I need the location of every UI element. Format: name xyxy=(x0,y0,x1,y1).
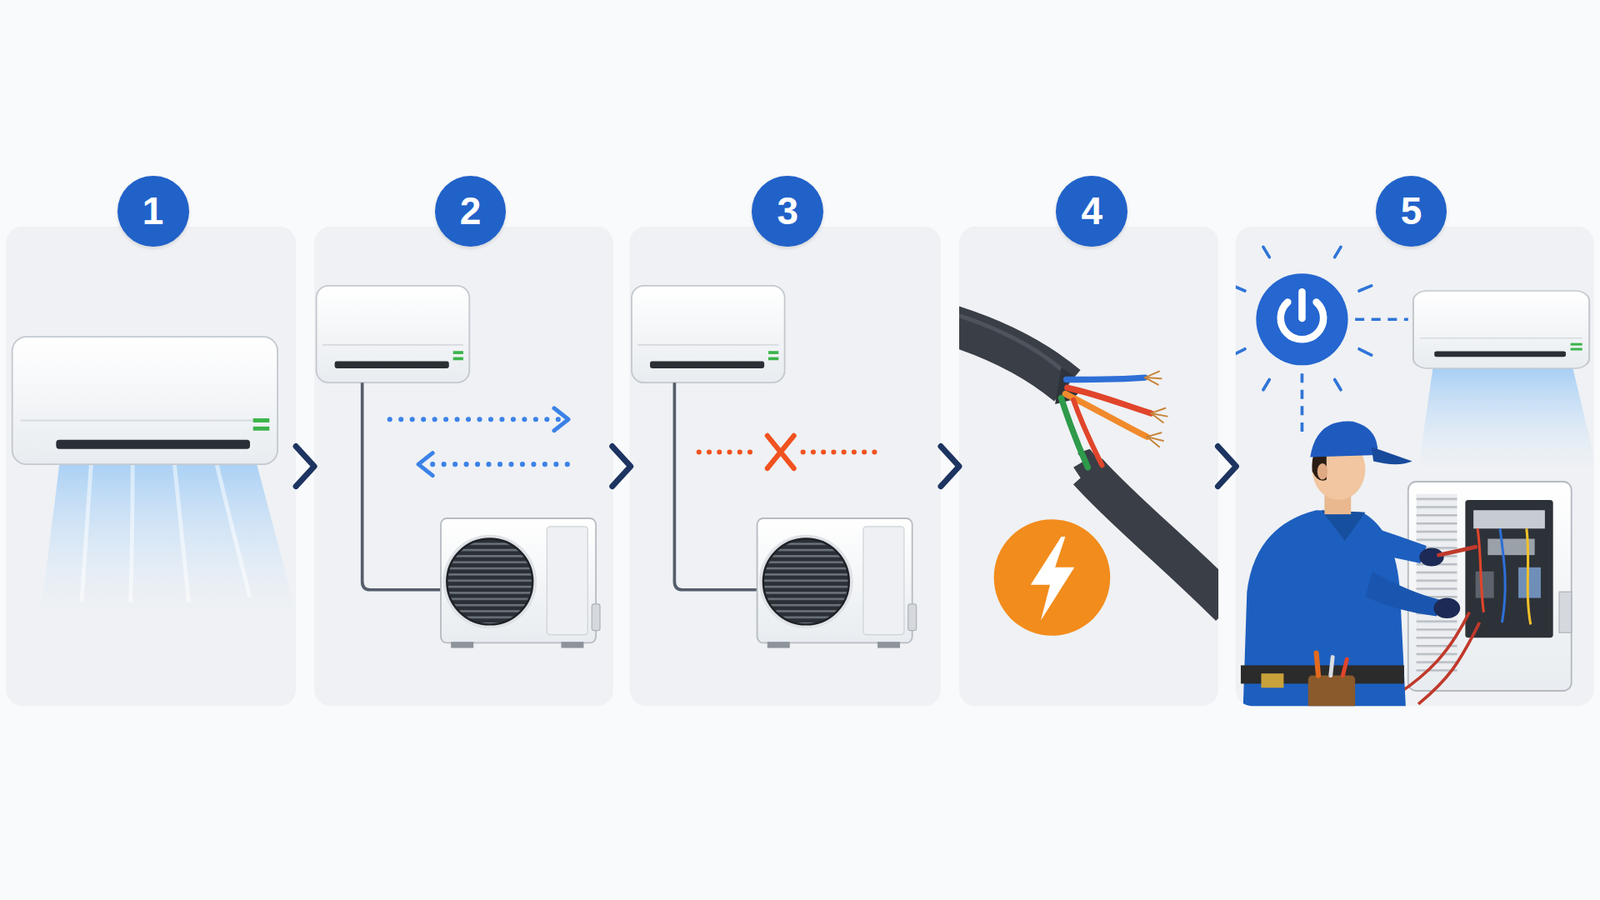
technician-repair xyxy=(1235,246,1595,706)
step-number: 4 xyxy=(1080,191,1103,230)
step-number-badge: 4 xyxy=(1055,175,1128,248)
step-chevron xyxy=(612,446,631,487)
indoor-outdoor-link xyxy=(316,285,600,649)
step-number: 2 xyxy=(460,191,482,230)
step-panel: 5 xyxy=(1235,226,1595,707)
step-panel: 2 xyxy=(314,226,614,707)
step-number: 5 xyxy=(1400,191,1423,230)
step-chevron xyxy=(1217,446,1236,487)
step-number: 3 xyxy=(776,191,799,230)
step-panel: 4 xyxy=(959,226,1219,707)
signal-lost xyxy=(631,285,917,649)
step-panel: 3 xyxy=(630,226,941,707)
damaged-cable xyxy=(959,312,1219,636)
step-number-badge: 1 xyxy=(117,175,190,248)
step-number-badge: 5 xyxy=(1375,175,1448,248)
indoor-unit-cooling xyxy=(12,336,296,613)
step-number-badge: 3 xyxy=(751,175,824,248)
step-number: 1 xyxy=(142,191,165,230)
step-number-badge: 2 xyxy=(435,175,507,248)
step-chevron xyxy=(940,446,960,487)
step-panel: 1 xyxy=(5,226,296,707)
step-chevron xyxy=(295,446,315,487)
